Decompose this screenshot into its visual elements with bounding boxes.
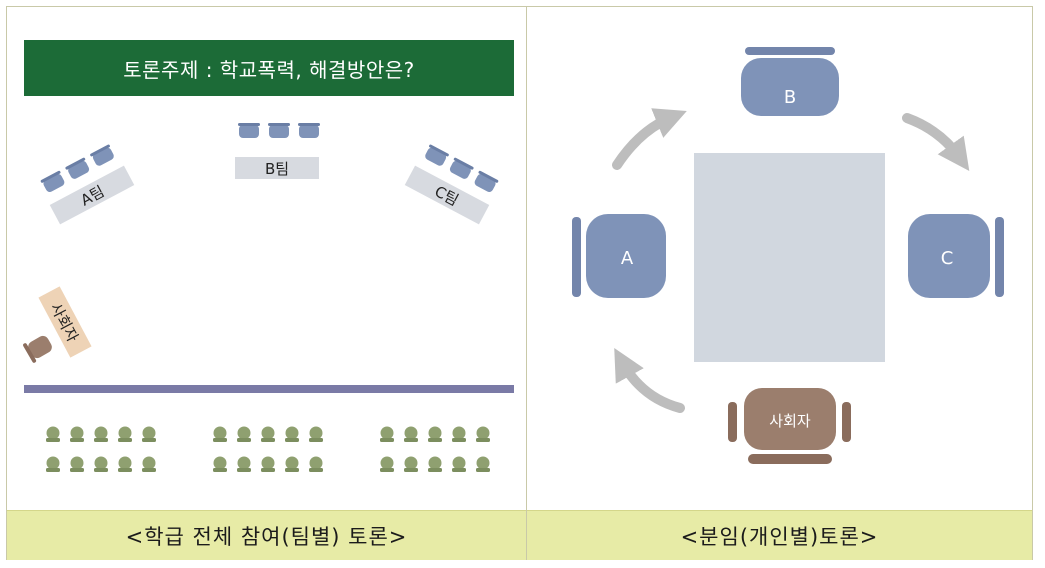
team-b-chairs: [238, 123, 320, 138]
seat-b: B: [741, 47, 839, 116]
team-a-label-box: [49, 165, 135, 225]
moderator-left-label-box: [38, 286, 92, 358]
discussion-table: [694, 153, 885, 362]
team-c-group: C팀: [404, 144, 499, 225]
arrow-moderator-to-a: [614, 348, 685, 413]
audience-block-right: [380, 426, 490, 472]
seat-a-label: A: [621, 248, 634, 269]
team-a-group: A팀: [40, 144, 135, 225]
moderator-left-chair-icon: [23, 335, 52, 363]
arrow-b-to-c: [902, 113, 970, 172]
discussion-topic-banner: 토론주제 : 학교폭력, 해결방안은?: [24, 40, 514, 96]
caption-class-team-debate: <학급 전체 참여(팀별) 토론>: [7, 510, 526, 560]
rotation-arrows: [612, 108, 970, 413]
caption-group-individual-debate: <분임(개인별)토론>: [527, 510, 1032, 560]
team-b-label-box: [235, 157, 319, 179]
seat-c: C: [908, 214, 1004, 298]
seat-a: A: [572, 214, 666, 298]
seat-moderator-label: 사회자: [769, 412, 811, 430]
seat-c-label: C: [941, 248, 954, 269]
audience-block-left: [46, 426, 156, 472]
team-c-label-box: [404, 165, 490, 225]
stage-bar: [24, 385, 514, 393]
moderator-left-group: 사회자: [23, 286, 92, 363]
team-b-label: B팀: [265, 160, 289, 178]
arrow-a-to-b: [612, 108, 687, 170]
panel-divider: [526, 6, 527, 560]
seat-moderator: 사회자: [728, 388, 851, 464]
seat-b-label: B: [784, 87, 796, 108]
audience-block-center: [213, 426, 323, 472]
team-b-group: B팀: [235, 123, 320, 179]
